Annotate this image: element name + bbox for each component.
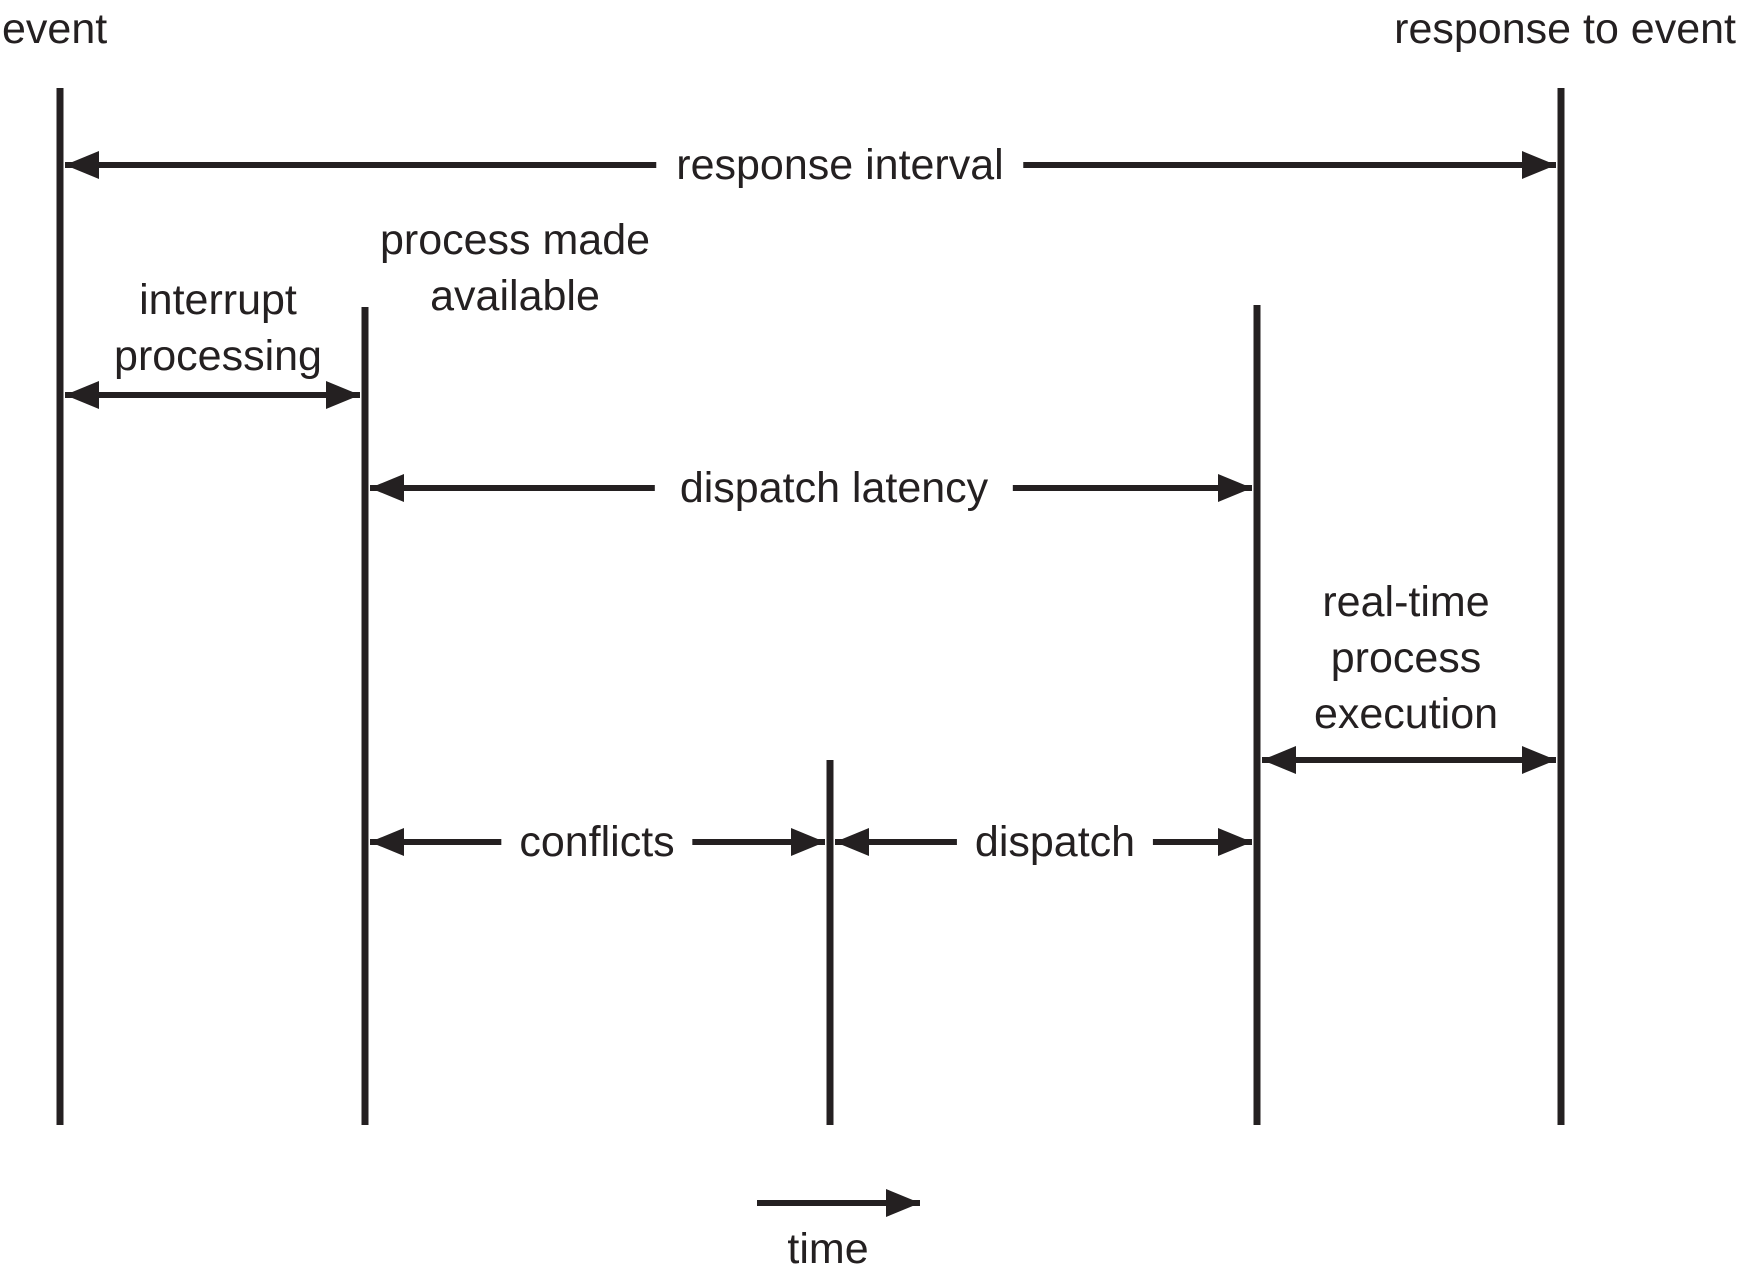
time-axis-label: time [787, 1225, 869, 1273]
process-made-available-label: process made available [379, 216, 651, 320]
interrupt-processing-label: interrupt processing [114, 276, 322, 380]
response-interval-label: response interval [656, 140, 1024, 190]
dispatch-latency-label: dispatch latency [654, 463, 1014, 513]
real-time-process-execution-label: real-time process execution [1313, 578, 1499, 738]
dispatch-label: dispatch [956, 817, 1154, 867]
conflicts-label: conflicts [501, 817, 693, 867]
event-label: event [2, 5, 108, 53]
response-to-event-label: response to event [1394, 5, 1736, 53]
